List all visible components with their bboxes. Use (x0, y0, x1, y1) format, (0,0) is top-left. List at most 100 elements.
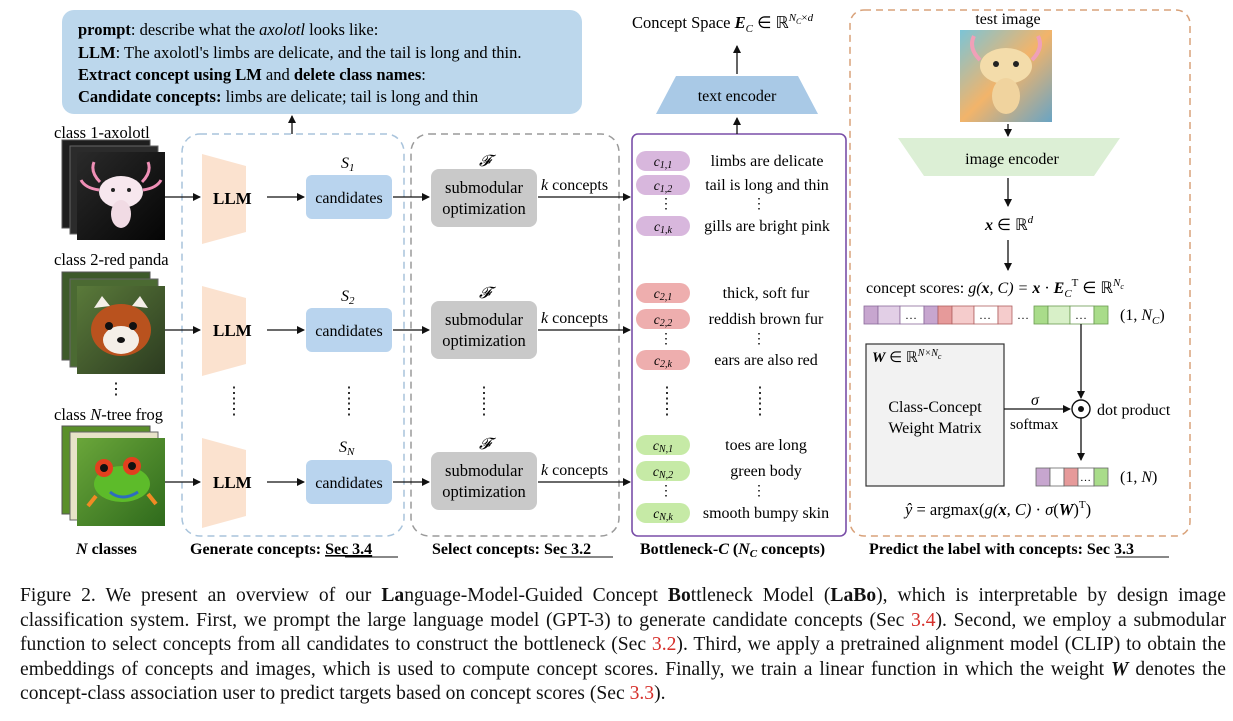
svg-text:candidates: candidates (315, 475, 383, 492)
generate-label: Generate concepts: Sec 3.4 (190, 541, 372, 558)
svg-text:…: … (1080, 472, 1091, 484)
concept-n-2: green body (730, 463, 802, 480)
svg-text:…: … (1075, 308, 1087, 322)
bottleneck-box (631, 133, 847, 537)
svg-text:optimization: optimization (442, 199, 525, 218)
class-n-label: class N-tree frog (54, 405, 163, 424)
concept-n-k: smooth bumpy skin (703, 505, 829, 522)
select-stage-box (410, 133, 620, 537)
svg-text:LLM: LLM (213, 473, 252, 492)
concept-1-2: tail is long and thin (705, 177, 829, 194)
nc-shape-label: (1, NC) (1120, 307, 1165, 327)
labo-overview-figure: prompt: describe what the axolotl looks … (54, 9, 1191, 560)
candidates-box-n (306, 460, 392, 504)
output-vector: … (1035, 467, 1109, 487)
axolotl-image-stack (61, 139, 165, 240)
image-encoder (898, 138, 1120, 176)
svg-text:softmax: softmax (1010, 417, 1059, 433)
svg-text:candidates: candidates (315, 190, 383, 207)
svg-text:…: … (905, 308, 917, 322)
svg-text:⋮: ⋮ (752, 197, 766, 212)
set-s2: S2 (341, 288, 355, 307)
bottleneck-class-2: c2,1 thick, soft fur c2,2 reddish brown … (636, 283, 824, 370)
prompt-box: prompt: describe what the axolotl looks … (62, 10, 582, 114)
svg-text:…: … (979, 308, 991, 322)
bottleneck-class-n: cN,1 toes are long cN,2 green body ⋮ ⋮ c… (636, 435, 829, 523)
concept-n-1: toes are long (725, 437, 807, 454)
concept-2-k: ears are also red (714, 352, 818, 369)
svg-text:submodular: submodular (445, 461, 523, 480)
svg-text:⋮: ⋮ (752, 484, 766, 499)
submodular-box-1 (431, 169, 537, 227)
svg-text:LLM: LLM (213, 189, 252, 208)
svg-text:⋮: ⋮ (226, 385, 242, 402)
svg-text:c2,1: c2,1 (654, 286, 673, 303)
test-image-label: test image (975, 11, 1040, 28)
figure-caption: Figure 2. We present an overview of our … (20, 585, 1226, 705)
set-sn: SN (339, 439, 355, 458)
predict-stage-box (849, 9, 1191, 537)
svg-text:k concepts: k concepts (541, 462, 608, 479)
ref-sec-3-4[interactable]: 3.4 (911, 609, 936, 631)
concept-1-k: gills are bright pink (704, 218, 830, 235)
svg-text:⋮: ⋮ (659, 484, 673, 499)
weight-matrix-box (865, 343, 1005, 487)
yhat-formula: ŷ = argmax(g(x, C) · σ(W)T) (903, 499, 1091, 519)
prompt-label: prompt (78, 20, 131, 39)
svg-text:σ: σ (1031, 392, 1040, 409)
concept-2-2: reddish brown fur (709, 311, 824, 328)
submodular-box-n (431, 452, 537, 510)
svg-text:⋮: ⋮ (752, 385, 768, 402)
concept-1-1: limbs are delicate (711, 153, 824, 170)
svg-text:⋮: ⋮ (341, 385, 357, 402)
svg-text:Weight Matrix: Weight Matrix (888, 420, 981, 437)
llm-trapezoid-n (202, 438, 246, 528)
svg-text:submodular: submodular (445, 310, 523, 329)
svg-text:⋮: ⋮ (659, 332, 673, 347)
svg-text:k concepts: k concepts (541, 177, 608, 194)
svg-text:LLM: LLM (213, 321, 252, 340)
svg-text:Extract concept using LM and d: Extract concept using LM and delete clas… (78, 65, 426, 84)
ref-sec-3-2[interactable]: 3.2 (651, 634, 677, 656)
n-classes-label: N classes (75, 541, 137, 558)
svg-text:𝓕: 𝓕 (479, 153, 497, 170)
concept-scores-label: concept scores: g(x, C) = x · ECT ∈ ℝNc (866, 277, 1124, 300)
svg-text:prompt: describe what the axol: prompt: describe what the axolotl looks … (78, 20, 378, 39)
svg-text:⋮: ⋮ (752, 332, 766, 347)
llm-trapezoid-1 (202, 154, 246, 244)
svg-text:c2,k: c2,k (654, 353, 673, 370)
svg-text:⋮: ⋮ (341, 401, 357, 418)
svg-text:⋮: ⋮ (108, 381, 124, 398)
svg-text:c2,2: c2,2 (654, 312, 673, 329)
svg-text:submodular: submodular (445, 178, 523, 197)
concept-space-label: Concept Space EC ∈ ℝNC×d (632, 12, 814, 35)
submodular-box-2 (431, 301, 537, 359)
candidates-box-2 (306, 308, 392, 352)
red-panda-image-stack (61, 271, 165, 374)
svg-text:c1,2: c1,2 (654, 178, 673, 195)
test-image (960, 30, 1052, 122)
predict-label: Predict the label with concepts: Sec 3.3 (869, 541, 1134, 558)
text-encoder (656, 76, 818, 114)
svg-text:optimization: optimization (442, 482, 525, 501)
svg-text:⋮: ⋮ (752, 401, 768, 418)
svg-text:Class-Concept: Class-Concept (888, 399, 982, 416)
concept-2-1: thick, soft fur (723, 285, 810, 302)
svg-text:cN,2: cN,2 (653, 464, 673, 481)
svg-text:optimization: optimization (442, 331, 525, 350)
svg-text:LLM: The axolotl's limbs are d: LLM: The axolotl's limbs are delicate, a… (78, 43, 522, 62)
svg-text:cN,1: cN,1 (653, 438, 673, 455)
ref-sec-3-3[interactable]: 3.3 (629, 683, 655, 705)
tree-frog-image-stack (61, 425, 165, 526)
svg-text:dot product: dot product (1097, 402, 1171, 419)
concept-score-vector: … … … … (863, 305, 1109, 325)
llm-trapezoid-2 (202, 286, 246, 376)
candidates-box-1 (306, 175, 392, 219)
svg-text:⋮: ⋮ (659, 197, 673, 212)
svg-text:⋮: ⋮ (476, 401, 492, 418)
svg-text:⋮: ⋮ (659, 385, 675, 402)
select-label: Select concepts: Sec 3.2 (432, 541, 591, 558)
svg-text:𝓕: 𝓕 (479, 285, 497, 302)
svg-text:image encoder: image encoder (965, 151, 1059, 168)
bottleneck-class-1: c1,1 limbs are delicate c1,2 tail is lon… (636, 151, 830, 236)
